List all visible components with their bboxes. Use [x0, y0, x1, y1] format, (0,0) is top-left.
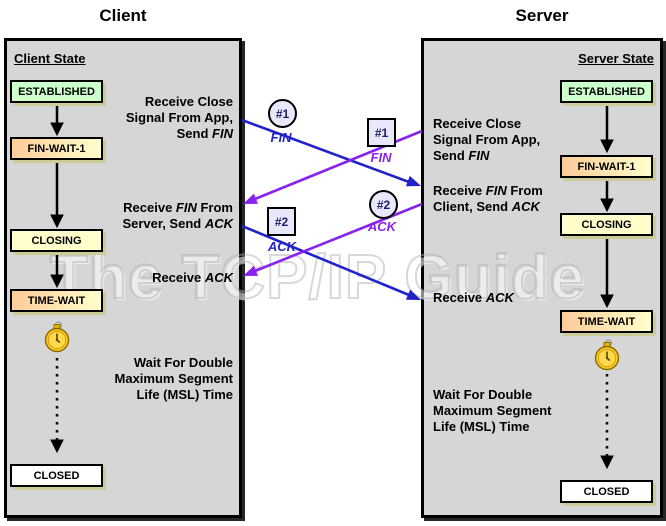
server-title: Server: [515, 6, 569, 25]
server-state-heading: Server State: [578, 51, 654, 66]
server-fin-label: FIN: [370, 150, 392, 165]
annotation-line: Receive Close: [433, 116, 522, 131]
annotation-line: Wait For Double: [433, 387, 533, 402]
client-state-closing: CLOSING: [10, 229, 103, 252]
segment-1-client-marker: #1: [268, 99, 297, 128]
annotation-line: Maximum Segment: [433, 403, 552, 418]
annotation-line: Receive ACK: [152, 270, 233, 285]
annotation-line: Maximum Segment: [114, 371, 233, 386]
client-title: Client: [99, 6, 147, 25]
client-fin-label: FIN: [270, 130, 292, 145]
client-panel: [4, 38, 242, 518]
annotation-line: Life (MSL) Time: [433, 419, 530, 434]
client-annotation-receive-ack: Receive ACK: [152, 270, 233, 286]
server-state-closing: CLOSING: [560, 213, 653, 236]
annotation-line: Life (MSL) Time: [136, 387, 233, 402]
server-annotation-msl-wait: Wait For Double Maximum Segment Life (MS…: [433, 387, 551, 435]
annotation-line: Send FIN: [176, 126, 233, 141]
server-panel: [421, 38, 663, 518]
server-state-fin-wait-1: FIN-WAIT-1: [560, 155, 653, 178]
annotation-line: Send FIN: [433, 148, 490, 163]
client-state-fin-wait-1: FIN-WAIT-1: [10, 137, 103, 160]
client-annotation-send-fin: Receive Close Signal From App, Send FIN: [126, 94, 233, 142]
annotation-line: Signal From App,: [125, 110, 233, 125]
client-annotation-msl-wait: Wait For Double Maximum Segment Life (MS…: [115, 355, 233, 403]
annotation-line: Signal From App,: [433, 132, 541, 147]
annotation-line: Wait For Double: [133, 355, 233, 370]
client-state-time-wait: TIME-WAIT: [10, 289, 103, 312]
client-state-heading: Client State: [14, 51, 86, 66]
annotation-line: Receive FIN From: [433, 183, 543, 198]
annotation-line: Receive FIN From: [123, 200, 233, 215]
server-annotation-receive-ack: Receive ACK: [433, 290, 514, 306]
server-ack-label: ACK: [367, 219, 397, 234]
client-ack-label: ACK: [267, 239, 297, 254]
segment-1-server-marker: #1: [367, 118, 396, 147]
segment-2-server-marker: #2: [369, 190, 398, 219]
server-state-established: ESTABLISHED: [560, 80, 653, 103]
annotation-line: Receive Close: [144, 94, 233, 109]
segment-2-client-marker: #2: [267, 207, 296, 236]
server-annotation-send-fin: Receive Close Signal From App, Send FIN: [433, 116, 540, 164]
annotation-line: Server, Send ACK: [122, 216, 233, 231]
client-state-closed: CLOSED: [10, 464, 103, 487]
annotation-line: Receive ACK: [433, 290, 514, 305]
server-state-time-wait: TIME-WAIT: [560, 310, 653, 333]
annotation-line: Client, Send ACK: [433, 199, 540, 214]
server-annotation-send-ack: Receive FIN From Client, Send ACK: [433, 183, 543, 215]
client-state-established: ESTABLISHED: [10, 80, 103, 103]
client-annotation-send-ack: Receive FIN From Server, Send ACK: [122, 200, 233, 232]
server-state-closed: CLOSED: [560, 480, 653, 503]
